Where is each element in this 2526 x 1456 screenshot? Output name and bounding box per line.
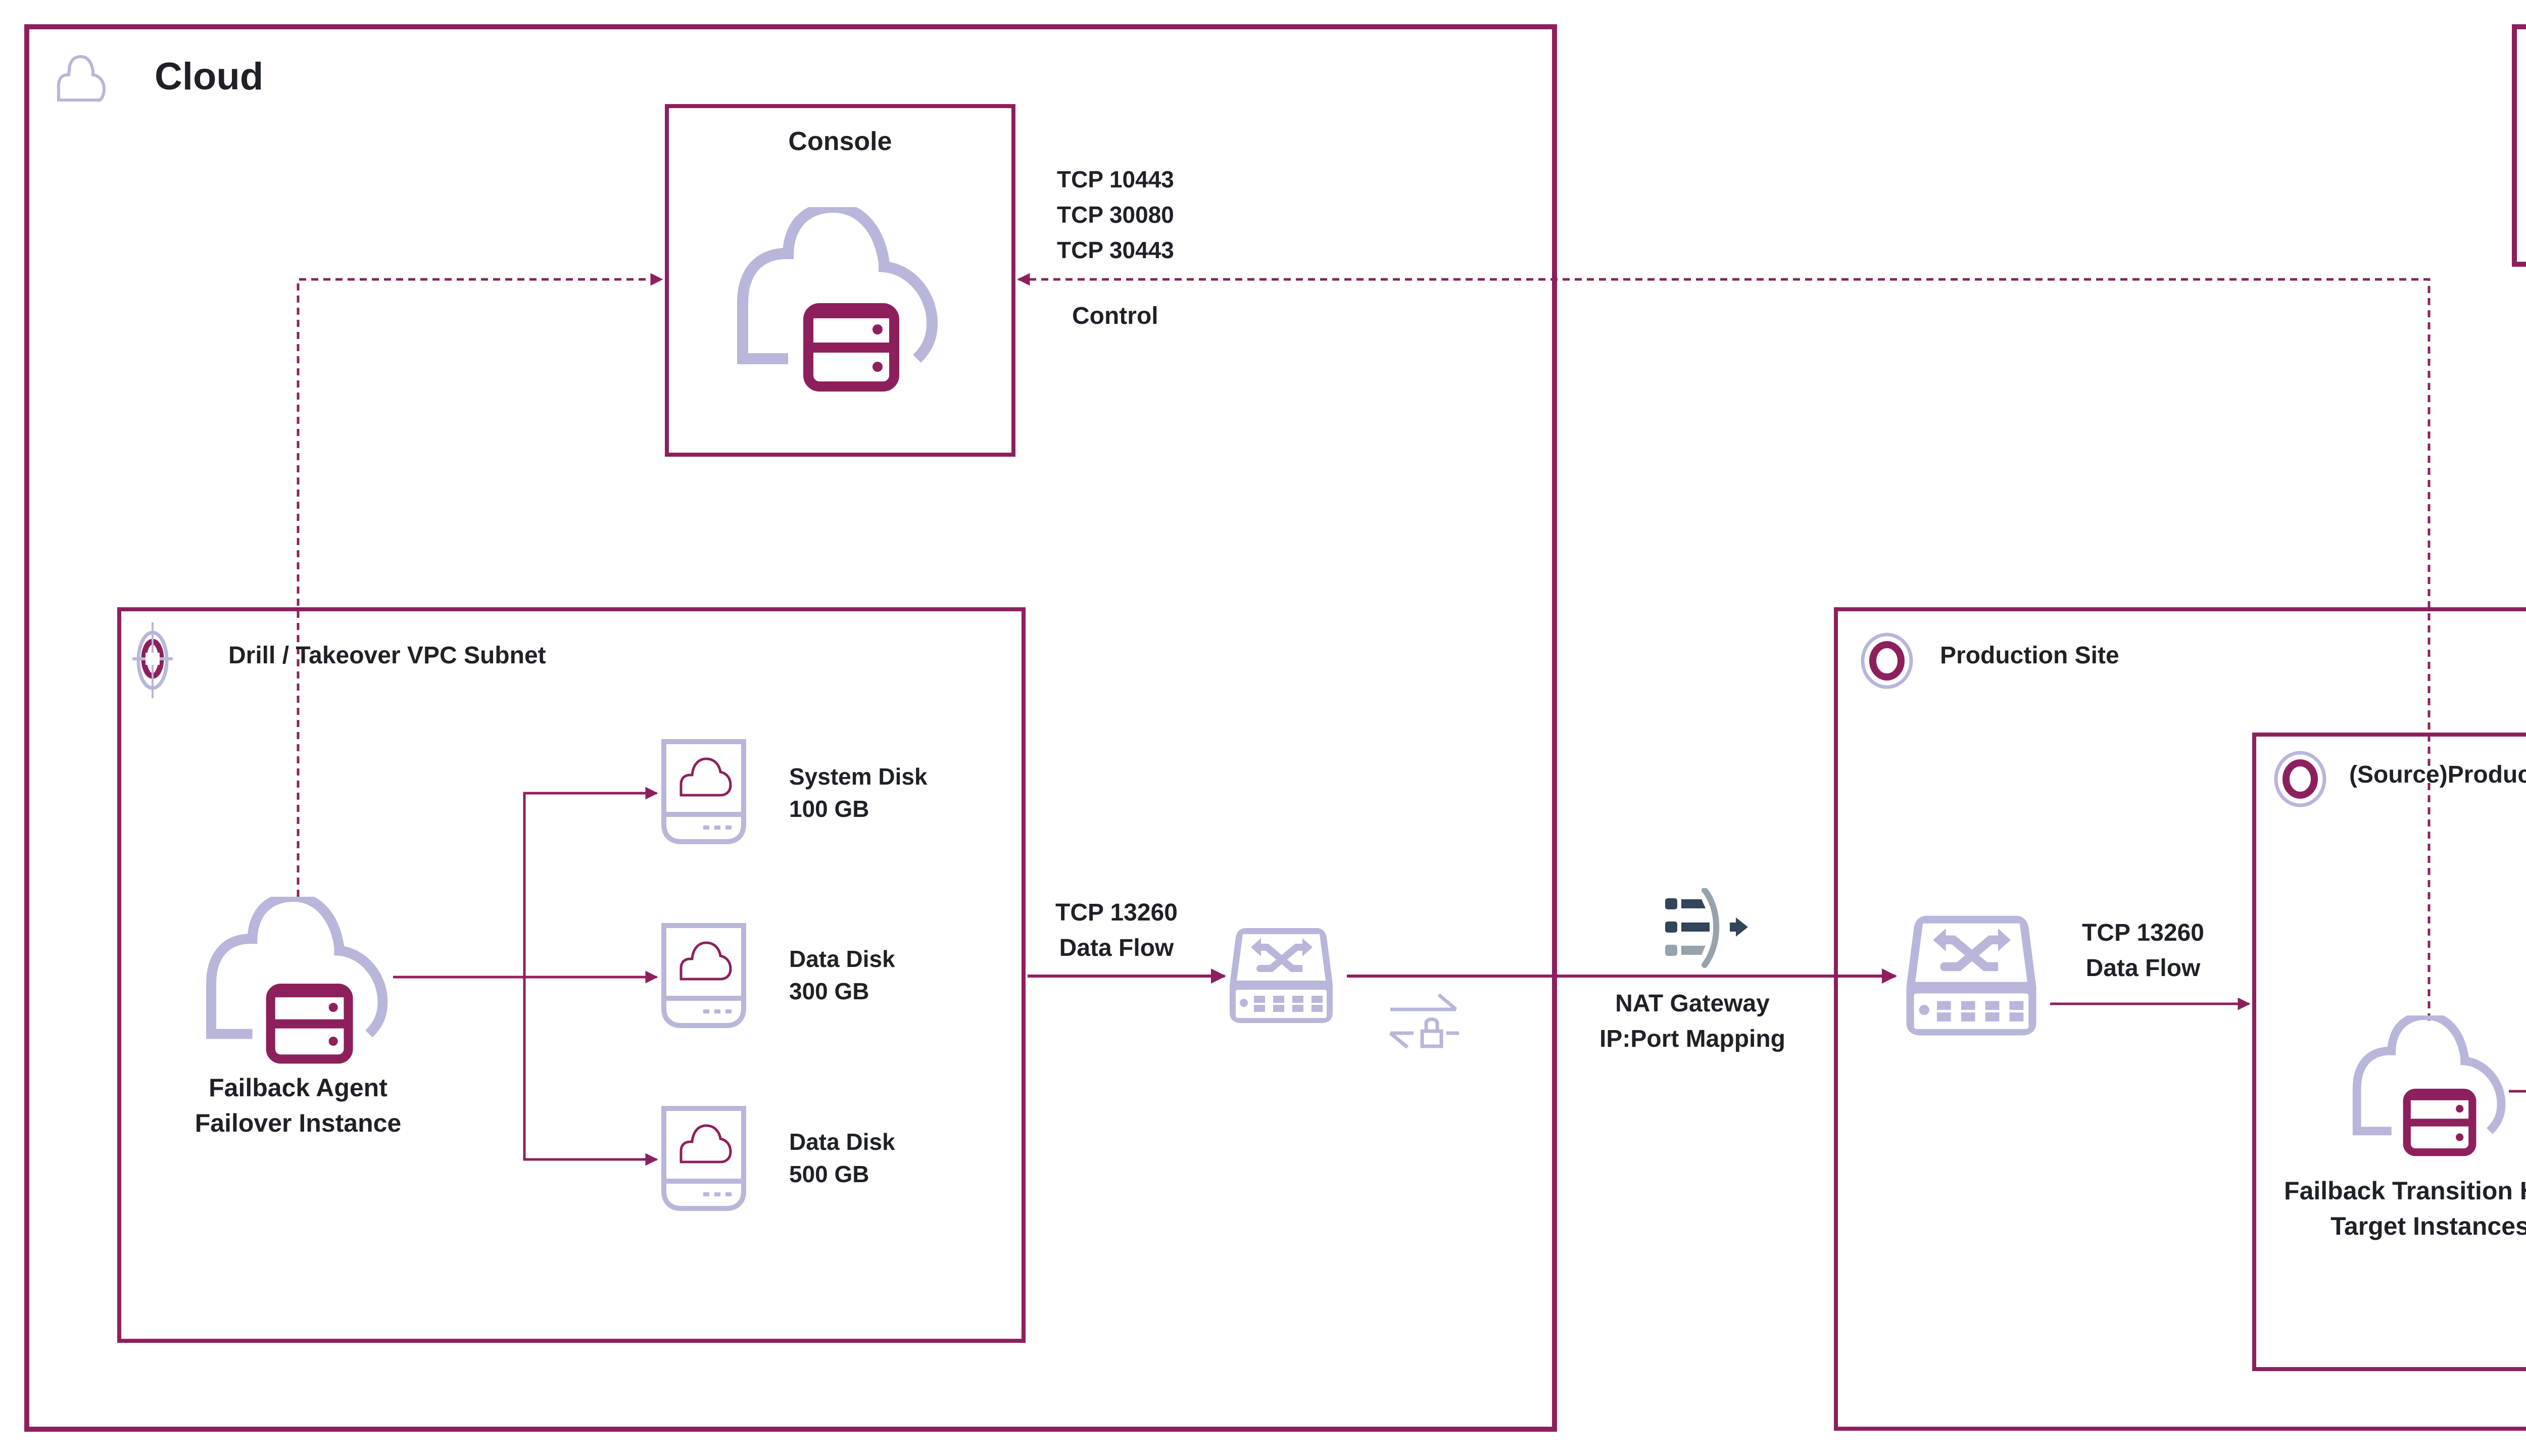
failback-agent-label: Failback Agent Failover Instance <box>167 1070 429 1141</box>
console-cloud-server-icon <box>733 207 945 399</box>
failback-agent-cloud-server-icon <box>202 897 394 1071</box>
console-box <box>665 104 1015 457</box>
subnet-box <box>117 607 1026 1343</box>
left-disk-3-label: Data Disk 500 GB <box>789 1126 895 1190</box>
production-network-box <box>2252 733 2526 1371</box>
nat-gateway-label-line2: IP:Port Mapping <box>1599 1026 1785 1052</box>
console-port-3: TCP 30443 <box>1057 237 1174 263</box>
ingress-label-line1: TCP 13260 <box>2082 919 2204 946</box>
production-network-title: (Source)Production Network <box>2349 761 2526 788</box>
data-flow-branch-system-disk <box>523 787 658 977</box>
control-flow-host-to-console <box>1017 273 2431 1021</box>
ingress-label-line2: Data Flow <box>2085 955 2201 982</box>
nat-gateway-label: NAT Gateway IP:Port Mapping <box>1571 986 1814 1057</box>
egress-label-line2: Data Flow <box>1059 935 1174 961</box>
production-site-ring-icon <box>1861 633 1913 689</box>
production-network-ring-icon <box>2274 751 2326 807</box>
left-disk-1-size: 100 GB <box>789 796 869 822</box>
target-crosshair-icon <box>132 622 173 698</box>
cloud-region-box <box>24 24 1557 1432</box>
left-disk-1-name: System Disk <box>789 763 928 790</box>
console-port-2: TCP 30080 <box>1057 202 1174 228</box>
egress-label: TCP 13260 Data Flow <box>1026 895 1207 966</box>
left-data-disk-300-icon <box>661 923 747 1029</box>
left-disk-2-label: Data Disk 300 GB <box>789 943 895 1007</box>
nat-gateway-label-line1: NAT Gateway <box>1615 990 1770 1017</box>
transition-host-label: Failback Transition Host Target Instance… <box>2263 1173 2526 1244</box>
left-system-disk-icon <box>661 739 747 845</box>
cloud-region-title: Cloud <box>155 55 264 98</box>
left-disk-2-name: Data Disk <box>789 946 895 972</box>
left-data-disk-500-icon <box>661 1105 747 1211</box>
cloud-network-switch-icon <box>1226 920 1337 1027</box>
left-disk-3-name: Data Disk <box>789 1129 895 1155</box>
control-flow-agent-to-console <box>297 273 663 897</box>
transition-host-cloud-server-icon <box>2349 1015 2511 1162</box>
console-title: Console <box>788 127 892 156</box>
data-flow-branch-data-disk-500 <box>523 977 658 1166</box>
production-site-box <box>1834 607 2526 1431</box>
legend-box <box>2512 24 2526 267</box>
ingress-label: TCP 13260 Data Flow <box>2047 915 2239 986</box>
transition-host-label-line1: Failback Transition Host <box>2284 1177 2526 1205</box>
console-port-1: TCP 10443 <box>1057 166 1174 192</box>
encrypted-transfer-lock-icon <box>1389 993 1459 1049</box>
transition-host-label-line2: Target Instances <box>2330 1212 2526 1240</box>
control-label: Control <box>1072 303 1158 329</box>
nat-gateway-icon <box>1665 888 1748 968</box>
left-disk-2-size: 300 GB <box>789 978 869 1004</box>
production-network-switch-icon <box>1901 909 2042 1037</box>
left-disk-1-label: System Disk 100 GB <box>789 760 928 825</box>
egress-label-line1: TCP 13260 <box>1055 899 1178 926</box>
cloud-outline-icon <box>57 55 106 102</box>
console-ports: TCP 10443 TCP 30080 TCP 30443 <box>1057 162 1174 268</box>
subnet-title: Drill / Takeover VPC Subnet <box>228 642 546 669</box>
failback-agent-label-line2: Failover Instance <box>195 1109 402 1137</box>
production-site-title: Production Site <box>1940 642 2119 669</box>
failback-agent-label-line1: Failback Agent <box>209 1074 387 1102</box>
left-disk-3-size: 500 GB <box>789 1161 869 1187</box>
